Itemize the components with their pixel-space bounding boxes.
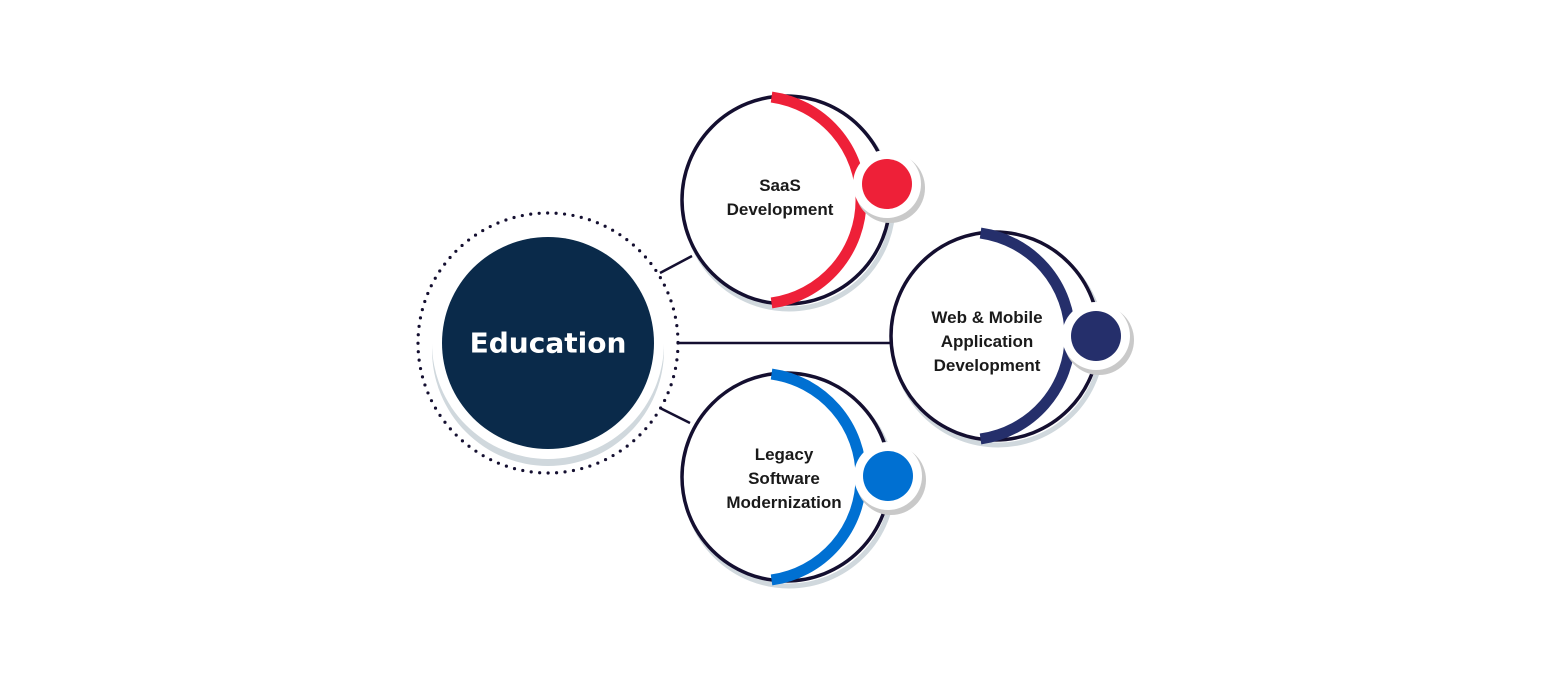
- node-legacy: [680, 368, 926, 589]
- node-saas: [680, 91, 925, 312]
- node-web-mobile: [889, 227, 1134, 448]
- label-line: Development: [933, 356, 1041, 375]
- label-line: Legacy: [754, 445, 814, 464]
- node-label-legacy: Legacy Software Modernization: [726, 443, 841, 515]
- node-dot: [862, 159, 912, 209]
- label-line: Development: [726, 200, 834, 219]
- connector-saas: [659, 254, 693, 275]
- node-label-web-mobile: Web & Mobile Application Development: [931, 306, 1042, 378]
- label-line: Modernization: [726, 493, 842, 512]
- center-node: [416, 211, 680, 475]
- center-label: Education: [469, 326, 627, 360]
- label-line: SaaS: [759, 176, 801, 195]
- label-line: Application: [940, 332, 1034, 351]
- node-label-saas: SaaS Development: [727, 174, 834, 222]
- node-dot: [1071, 311, 1121, 361]
- connector-legacy: [659, 406, 691, 425]
- node-dot: [863, 451, 913, 501]
- label-line: Software: [748, 469, 820, 488]
- label-line: Web & Mobile: [931, 308, 1043, 327]
